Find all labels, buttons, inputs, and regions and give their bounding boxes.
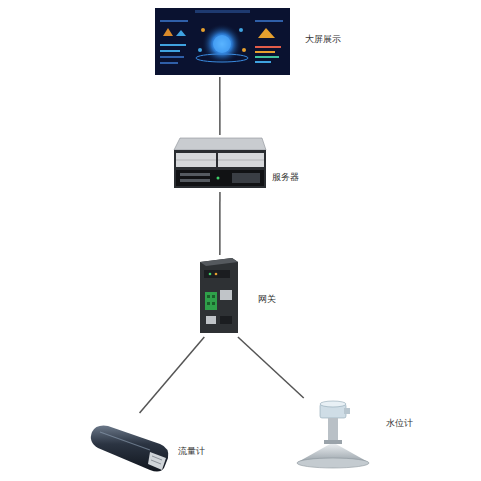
device-label: 服务器 [272,172,299,183]
gateway-node: 网关 [198,257,240,335]
server-illustration [174,138,266,188]
connector-line [238,337,304,398]
connector-line [140,337,205,413]
device-label: 大屏展示 [305,34,341,45]
gateway-illustration [200,258,238,333]
flowmeter-illustration [91,426,168,472]
flowmeter-node: 流量计 [85,415,173,475]
device-label: 水位计 [386,418,413,429]
screen-node: 大屏展示 [155,8,290,75]
server-node: 服务器 [173,137,265,190]
water-level-meter-illustration [297,401,369,468]
device-label: 网关 [258,294,276,305]
device-label: 流量计 [178,446,205,457]
screen-illustration [155,8,290,75]
water-level-node: 水位计 [300,400,375,472]
connector-line [219,77,220,135]
connector-line [219,192,220,255]
